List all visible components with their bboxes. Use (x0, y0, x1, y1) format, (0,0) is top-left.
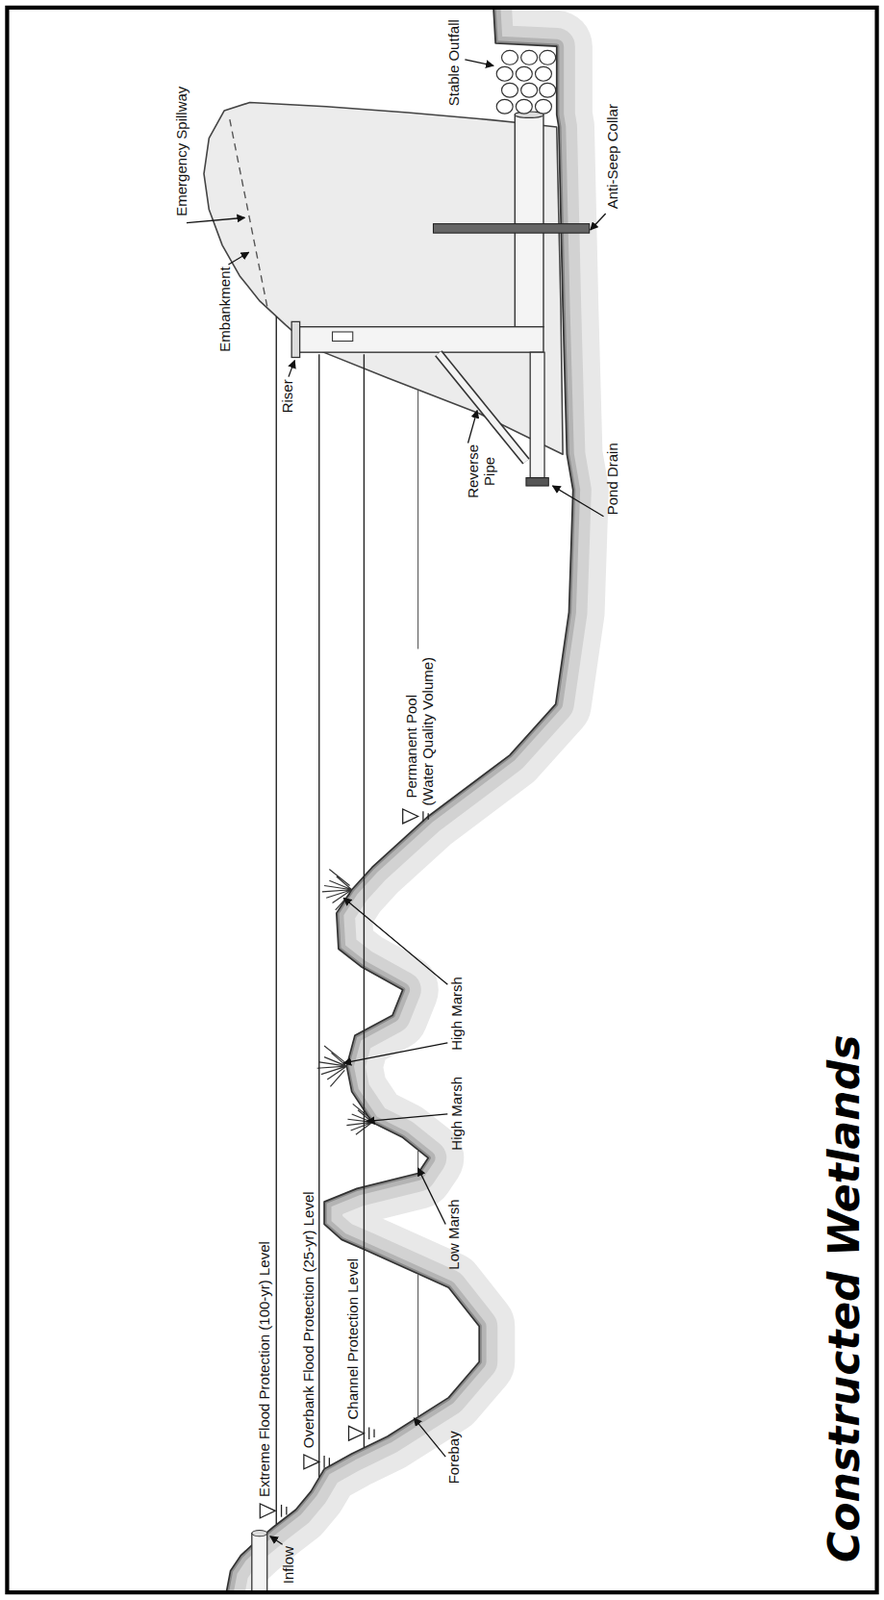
level-mark (422, 810, 424, 822)
level-triangle (349, 1425, 365, 1440)
level-mark (428, 812, 430, 819)
inflow-pipe-end (252, 1529, 268, 1536)
reverse-pipe (438, 353, 527, 461)
outfall-rocks (496, 50, 556, 114)
leader-arrow (270, 1536, 283, 1544)
water-surface (417, 389, 419, 649)
drain-valve (526, 478, 549, 486)
leader-arrow (343, 897, 448, 985)
leader-arrow (418, 1167, 447, 1224)
level-mark (285, 1506, 287, 1515)
riser-cap (291, 321, 300, 357)
level-line (363, 353, 365, 1447)
pond-drain (530, 352, 545, 478)
part-label: Stable Outfall (445, 19, 462, 106)
part-label: Embankment (216, 266, 233, 352)
level-mark (323, 1455, 325, 1468)
riser (298, 327, 544, 353)
part-label: High Marsh (448, 976, 465, 1051)
level-triangle (303, 1454, 320, 1469)
rock (534, 99, 552, 114)
marsh-plant (322, 869, 353, 910)
ground-surface (226, 8, 573, 1592)
riser-orifice (332, 331, 354, 342)
barrel-pipe (514, 114, 544, 327)
level-line (318, 353, 320, 1477)
level-label: Channel Protection Level (344, 1258, 361, 1420)
level-triangle (259, 1503, 276, 1518)
level-triangle (403, 808, 419, 824)
rock (502, 50, 519, 65)
level-label: Permanent Pool (Water Quality Volume) (403, 653, 436, 806)
leader-arrow (288, 360, 295, 378)
leader-arrow (413, 1417, 446, 1457)
rock (515, 66, 532, 81)
rock (496, 66, 513, 81)
diagram-title: Constructed Wetlands (823, 1035, 866, 1563)
rock (515, 99, 532, 114)
leader-arrow (227, 252, 249, 265)
level-line (276, 316, 278, 1524)
marsh-plant (346, 1103, 372, 1135)
part-label: Inflow (279, 1545, 297, 1584)
embankment (203, 101, 563, 455)
rock (496, 99, 513, 114)
anti-seep-collar (432, 224, 589, 234)
part-label: Riser (278, 378, 296, 413)
rock (521, 82, 538, 98)
water-surface (417, 1273, 419, 1416)
part-label: Emergency Spillway (173, 86, 190, 217)
rock (534, 66, 552, 81)
spillway-dashed-line (228, 117, 267, 306)
level-label: Extreme Flood Protection (100-yr) Level (255, 1240, 273, 1497)
part-label: Low Marsh (445, 1198, 462, 1269)
part-label: High Marsh (448, 1076, 465, 1151)
part-label: Anti-Seep Collar (604, 103, 621, 209)
part-label: Forebay (445, 1430, 462, 1484)
frame (6, 7, 877, 1592)
level-mark (373, 1429, 375, 1438)
leader-arrow (186, 217, 245, 223)
leader-arrow (367, 1113, 449, 1121)
marsh-plant (317, 1045, 348, 1087)
rock (502, 82, 519, 98)
inflow-pipe (252, 1533, 268, 1592)
reverse-pipe-bore (438, 353, 527, 461)
rock (539, 82, 556, 98)
part-label: Pond Drain (604, 442, 621, 515)
leader-arrow (468, 410, 479, 444)
level-mark (368, 1426, 370, 1440)
leader-arrow (343, 1042, 448, 1063)
rock (539, 50, 556, 65)
leader-arrow (464, 59, 494, 66)
rock (521, 50, 538, 65)
leader-arrow (553, 485, 605, 517)
leader-lines (186, 59, 607, 1544)
level-mark (328, 1457, 330, 1465)
part-label: Reverse Pipe (464, 442, 498, 500)
level-mark (280, 1504, 282, 1517)
level-label: Overbank Flood Protection (25-yr) Level (300, 1190, 317, 1448)
leader-arrow (590, 213, 607, 230)
